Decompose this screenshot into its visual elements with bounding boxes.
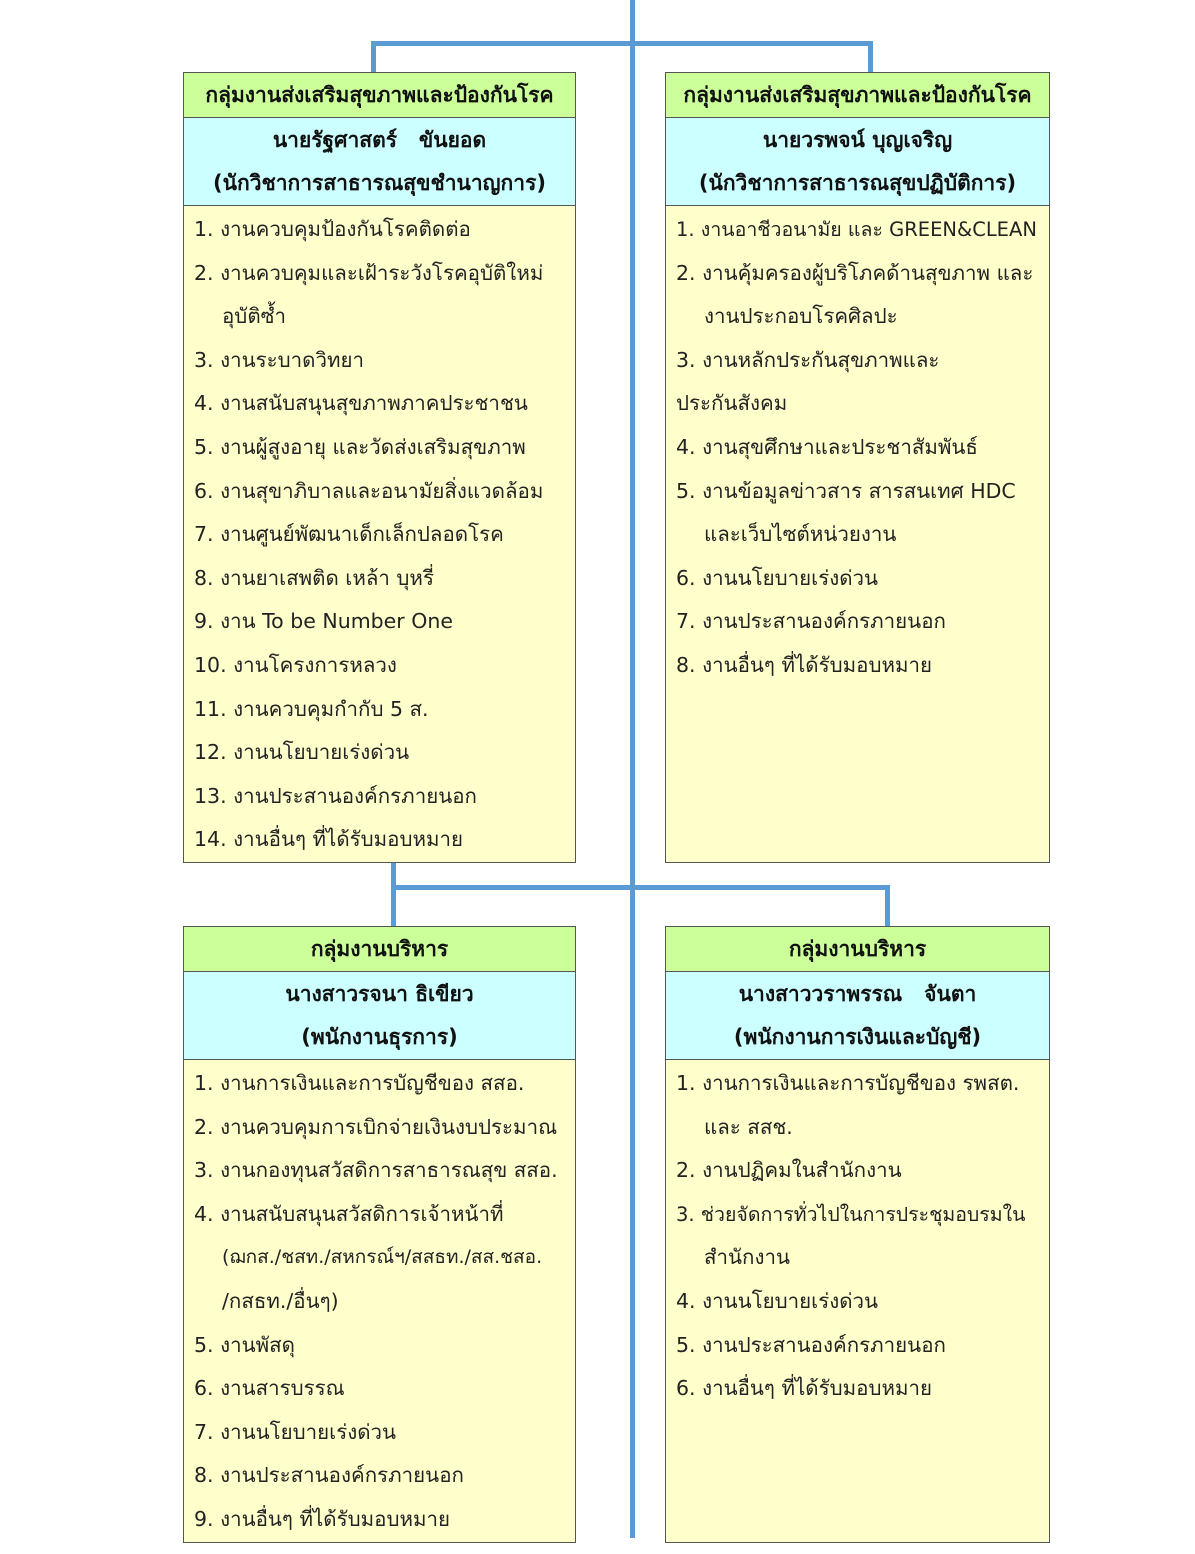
- duty-item-continuation: /กสธท./อื่นๆ): [222, 1288, 339, 1313]
- duty-item: 5. งานข้อมูลข่าวสาร สารสนเทศ HDC: [676, 478, 1016, 503]
- duty-item: 4. งานสนับสนุนสวัสดิการเจ้าหน้าที่: [194, 1201, 504, 1226]
- duty-item: 7. งานนโยบายเร่งด่วน: [194, 1419, 397, 1444]
- bottom-right-drop-line: [885, 885, 890, 928]
- duty-item: 2. งานควบคุมและเฝ้าระวังโรคอุบัติใหม่: [194, 260, 544, 285]
- duty-item-continuation: อุบัติซ้ำ: [222, 304, 287, 329]
- group-title: กลุ่มงานส่งเสริมสุขภาพและป้องกันโรค: [184, 73, 575, 118]
- staff-name: นางสาววราพรรณ จันตา: [738, 982, 977, 1006]
- duty-item: 1. งานการเงินและการบัญชีของ รพสต.: [676, 1071, 1020, 1095]
- bottom-left-riser-line: [391, 862, 396, 928]
- duty-item: 8. งานอื่นๆ ที่ได้รับมอบหมาย: [676, 652, 933, 677]
- duty-item: 14. งานอื่นๆ ที่ได้รับมอบหมาย: [194, 827, 464, 852]
- duty-item: 1. งานควบคุมป้องกันโรคติดต่อ: [194, 217, 471, 241]
- org-box-administration-1: กลุ่มงานบริหาร นางสาวรจนา ธิเขียว (พนักง…: [183, 926, 576, 1543]
- duty-item: 2. งานปฏิคมในสำนักงาน: [676, 1158, 902, 1183]
- duty-item: 7. งานศูนย์พัฒนาเด็กเล็กปลอดโรค: [194, 522, 504, 547]
- duty-item-continuation: งานประกอบโรคศิลปะ: [704, 304, 898, 329]
- duty-item: 6. งานสุขาภิบาลและอนามัยสิ่งแวดล้อม: [194, 478, 544, 503]
- duty-item: 3. งานระบาดวิทยา: [194, 347, 365, 372]
- duty-item: 5. งานผู้สูงอายุ และวัดส่งเสริมสุขภาพ: [194, 434, 526, 459]
- group-title: กลุ่มงานส่งเสริมสุขภาพและป้องกันโรค: [666, 73, 1049, 118]
- duty-item: 5. งานประสานองค์กรภายนอก: [676, 1332, 946, 1357]
- duty-item: 3. งานกองทุนสวัสดิการสาธารณสุข สสอ.: [194, 1158, 558, 1183]
- duty-item: 9. งานอื่นๆ ที่ได้รับมอบหมาย: [194, 1506, 451, 1531]
- duty-item: 8. งานยาเสพติด เหล้า บุหรี่: [194, 565, 434, 590]
- duty-list: 1. งานควบคุมป้องกันโรคติดต่อ 2. งานควบคุ…: [184, 206, 575, 862]
- group-title: กลุ่มงานบริหาร: [184, 927, 575, 972]
- duty-item: 6. งานสารบรรณ: [194, 1376, 345, 1401]
- staff-name: นางสาวรจนา ธิเขียว: [285, 982, 474, 1006]
- staff-position: (พนักงานธุรการ): [301, 1025, 458, 1049]
- duty-item: 11. งานควบคุมกำกับ 5 ส.: [194, 696, 429, 721]
- duty-item: 13. งานประสานองค์กรภายนอก: [194, 783, 477, 808]
- staff-info: นางสาววราพรรณ จันตา (พนักงานการเงินและบั…: [666, 972, 1049, 1060]
- duty-item-continuation: ประกันสังคม: [676, 391, 788, 416]
- duty-item: 3. ช่วยจัดการทั่วไปในการประชุมอบรมใน: [676, 1202, 1026, 1226]
- group-title: กลุ่มงานบริหาร: [666, 927, 1049, 972]
- duty-list: 1. งานการเงินและการบัญชีของ สสอ. 2. งานค…: [184, 1060, 575, 1542]
- duty-item-continuation: สำนักงาน: [704, 1245, 790, 1270]
- duty-item: 2. งานคุ้มครองผู้บริโภคด้านสุขภาพ และ: [676, 260, 1034, 285]
- duty-item-continuation: (ฌกส./ชสท./สหกรณ์ฯ/สสธท./สส.ชสอ.: [222, 1246, 543, 1269]
- duty-item: 3. งานหลักประกันสุขภาพและ: [676, 347, 940, 372]
- trunk-line: [630, 0, 635, 1538]
- org-box-health-promotion-2: กลุ่มงานส่งเสริมสุขภาพและป้องกันโรค นายว…: [665, 72, 1050, 863]
- duty-item: 7. งานประสานองค์กรภายนอก: [676, 609, 946, 634]
- duty-item: 4. งานสุขศึกษาและประชาสัมพันธ์: [676, 434, 978, 459]
- duty-item: 6. งานอื่นๆ ที่ได้รับมอบหมาย: [676, 1376, 933, 1401]
- duty-item-continuation: และ สสช.: [704, 1114, 793, 1139]
- top-left-drop-line: [371, 41, 376, 72]
- org-box-administration-2: กลุ่มงานบริหาร นางสาววราพรรณ จันตา (พนัก…: [665, 926, 1050, 1543]
- duty-item: 12. งานนโยบายเร่งด่วน: [194, 740, 410, 765]
- org-box-health-promotion-1: กลุ่มงานส่งเสริมสุขภาพและป้องกันโรค นายร…: [183, 72, 576, 863]
- duty-item: 10. งานโครงการหลวง: [194, 652, 397, 677]
- top-right-drop-line: [868, 41, 873, 72]
- duty-item-continuation: และเว็บไซต์หน่วยงาน: [704, 522, 897, 547]
- duty-item: 4. งานสนับสนุนสุขภาพภาคประชาชน: [194, 391, 528, 416]
- bottom-branch-line: [391, 885, 890, 890]
- staff-position: (นักวิชาการสาธารณสุขชำนาญการ): [213, 171, 546, 195]
- duty-list: 1. งานอาชีวอนามัย และ GREEN&CLEAN 2. งาน…: [666, 206, 1049, 688]
- duty-item: 2. งานควบคุมการเบิกจ่ายเงินงบประมาณ: [194, 1114, 558, 1139]
- staff-position: (พนักงานการเงินและบัญชี): [733, 1025, 982, 1049]
- duty-item: 9. งาน To be Number One: [194, 609, 453, 634]
- top-branch-line: [371, 41, 873, 46]
- staff-info: นายรัฐศาสตร์ ขันยอด (นักวิชาการสาธารณสุข…: [184, 118, 575, 206]
- staff-position: (นักวิชาการสาธารณสุขปฏิบัติการ): [698, 171, 1017, 195]
- staff-name: นายรัฐศาสตร์ ขันยอด: [272, 128, 487, 152]
- staff-name: นายวรพจน์ บุญเจริญ: [762, 128, 953, 152]
- duty-item: 8. งานประสานองค์กรภายนอก: [194, 1463, 464, 1488]
- duty-item: 1. งานการเงินและการบัญชีของ สสอ.: [194, 1071, 525, 1095]
- duty-item: 5. งานพัสดุ: [194, 1332, 295, 1357]
- duty-item: 6. งานนโยบายเร่งด่วน: [676, 565, 879, 590]
- duty-list: 1. งานการเงินและการบัญชีของ รพสต. และ สส…: [666, 1060, 1049, 1411]
- staff-info: นางสาวรจนา ธิเขียว (พนักงานธุรการ): [184, 972, 575, 1060]
- duty-item: 4. งานนโยบายเร่งด่วน: [676, 1288, 879, 1313]
- duty-item: 1. งานอาชีวอนามัย และ GREEN&CLEAN: [676, 218, 1037, 241]
- staff-info: นายวรพจน์ บุญเจริญ (นักวิชาการสาธารณสุขป…: [666, 118, 1049, 206]
